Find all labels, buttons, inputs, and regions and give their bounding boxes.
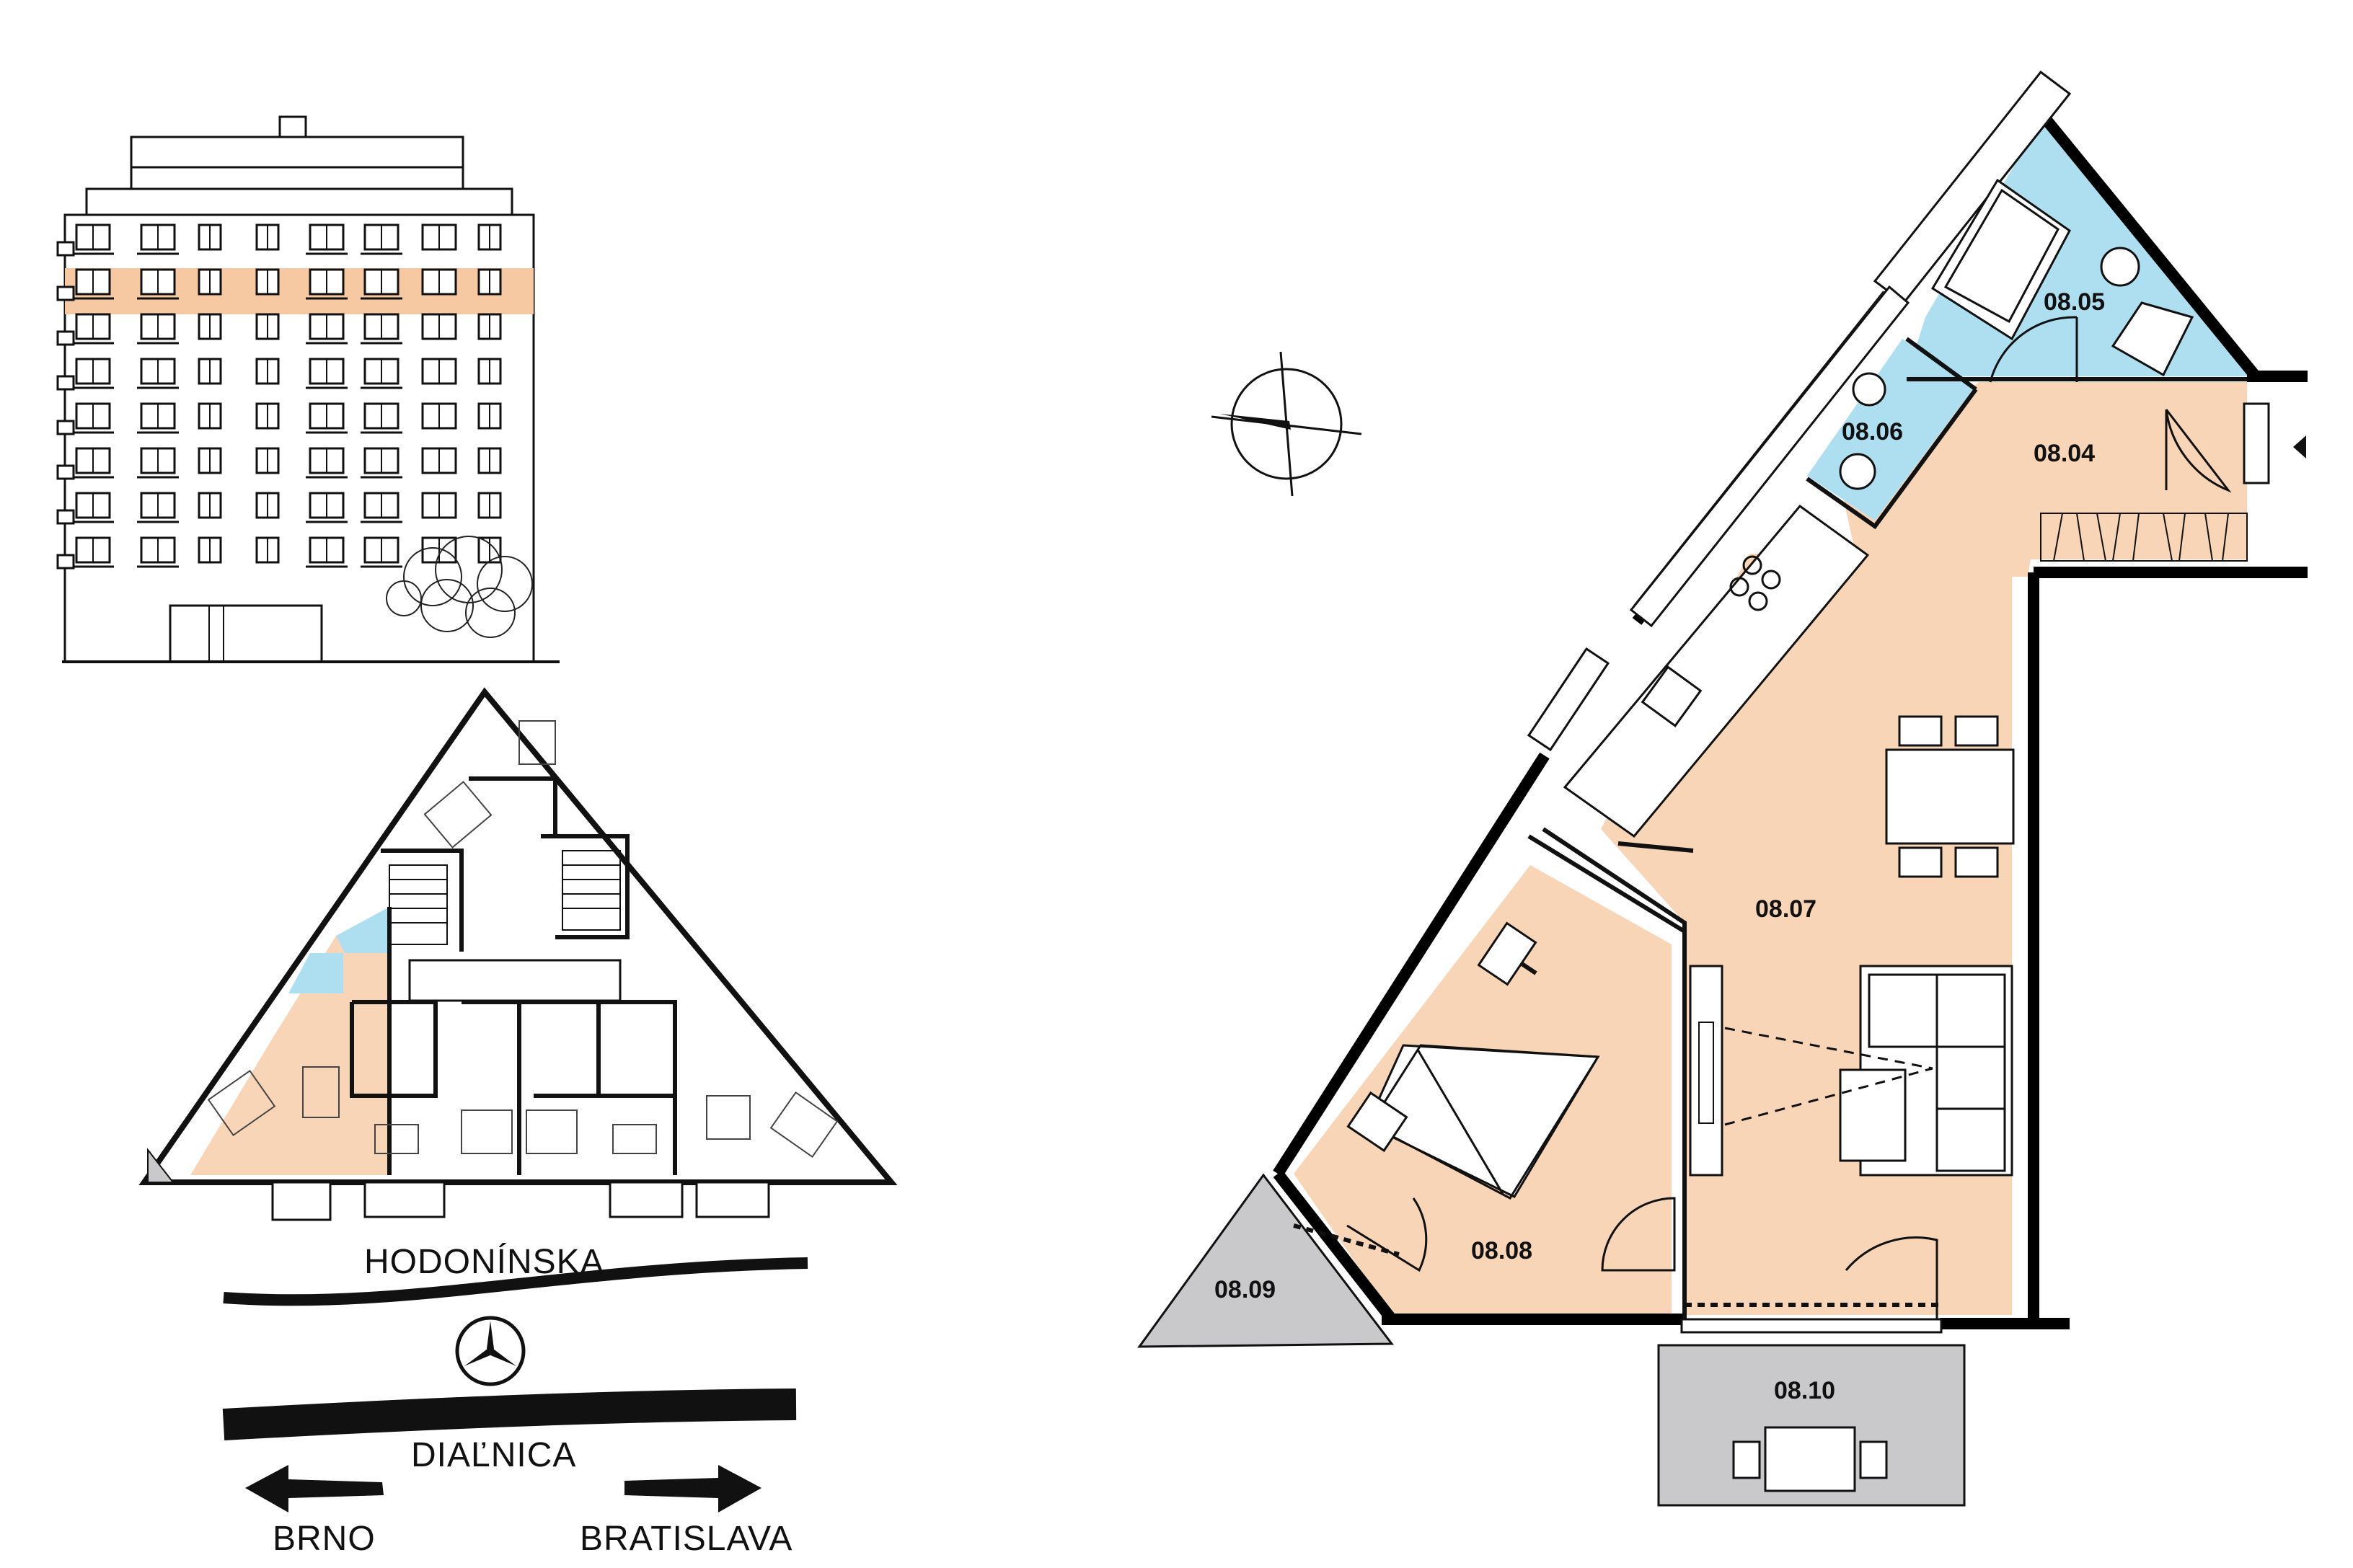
room-08-06-label: 08.06 bbox=[1842, 418, 1903, 446]
room-08-10-label: 08.10 bbox=[1774, 1377, 1835, 1404]
elevation-balcony bbox=[56, 509, 75, 525]
kitchen-counter bbox=[1563, 504, 1870, 838]
room-08-09-label: 08.09 bbox=[1214, 1276, 1276, 1303]
highlighted-floor-band bbox=[65, 268, 534, 314]
wc-icon bbox=[1839, 453, 1876, 490]
elevation-balcony bbox=[56, 554, 75, 570]
floor-key-plan bbox=[138, 687, 898, 1221]
highway-label: DIAĽNICA bbox=[411, 1436, 576, 1474]
elevation-balcony bbox=[56, 285, 75, 301]
room-08-08-label: 08.08 bbox=[1471, 1237, 1532, 1264]
room-08-05-label: 08.05 bbox=[2044, 288, 2105, 316]
dining-table bbox=[1885, 715, 2015, 878]
room-08-04-label: 08.04 bbox=[2034, 440, 2095, 467]
tv-unit bbox=[1689, 965, 1723, 1177]
apartment-floor-plan: 08.04 08.05 08.06 08.07 08.08 08.09 08.1… bbox=[1137, 70, 2308, 1507]
building-elevation bbox=[56, 115, 560, 663]
entrance-marker-icon bbox=[2293, 435, 2306, 459]
elevation-balcony bbox=[56, 420, 75, 435]
balcony-table bbox=[1732, 1426, 1888, 1492]
highway-line bbox=[222, 1388, 797, 1440]
arrow-right-icon bbox=[624, 1465, 761, 1512]
arrow-left-icon bbox=[245, 1465, 384, 1512]
wardrobe bbox=[2040, 513, 2248, 562]
elevation-balcony bbox=[56, 330, 75, 346]
elevation-balcony bbox=[56, 464, 75, 480]
bed bbox=[1346, 921, 1600, 1200]
location-map: HODONÍNSKA DIAĽNICA BRNO BRATISLAVA bbox=[222, 1243, 808, 1558]
washbasin-icon bbox=[2100, 247, 2140, 287]
direction-right-label: BRATISLAVA bbox=[580, 1520, 793, 1558]
street-line bbox=[223, 1257, 808, 1306]
room-08-09-fill bbox=[1137, 1173, 1394, 1348]
coffee-table bbox=[1839, 1068, 1907, 1162]
room-08-07-label: 08.07 bbox=[1755, 895, 1816, 923]
elevation-balcony bbox=[56, 375, 75, 391]
tree-icon bbox=[386, 536, 533, 638]
bathtub bbox=[1930, 178, 2194, 377]
elevation-balcony bbox=[56, 241, 75, 257]
sink-icon bbox=[1852, 372, 1886, 407]
direction-left-label: BRNO bbox=[273, 1520, 376, 1558]
north-arrow-icon bbox=[1211, 351, 1362, 497]
three-pointed-star-logo bbox=[455, 1316, 526, 1386]
